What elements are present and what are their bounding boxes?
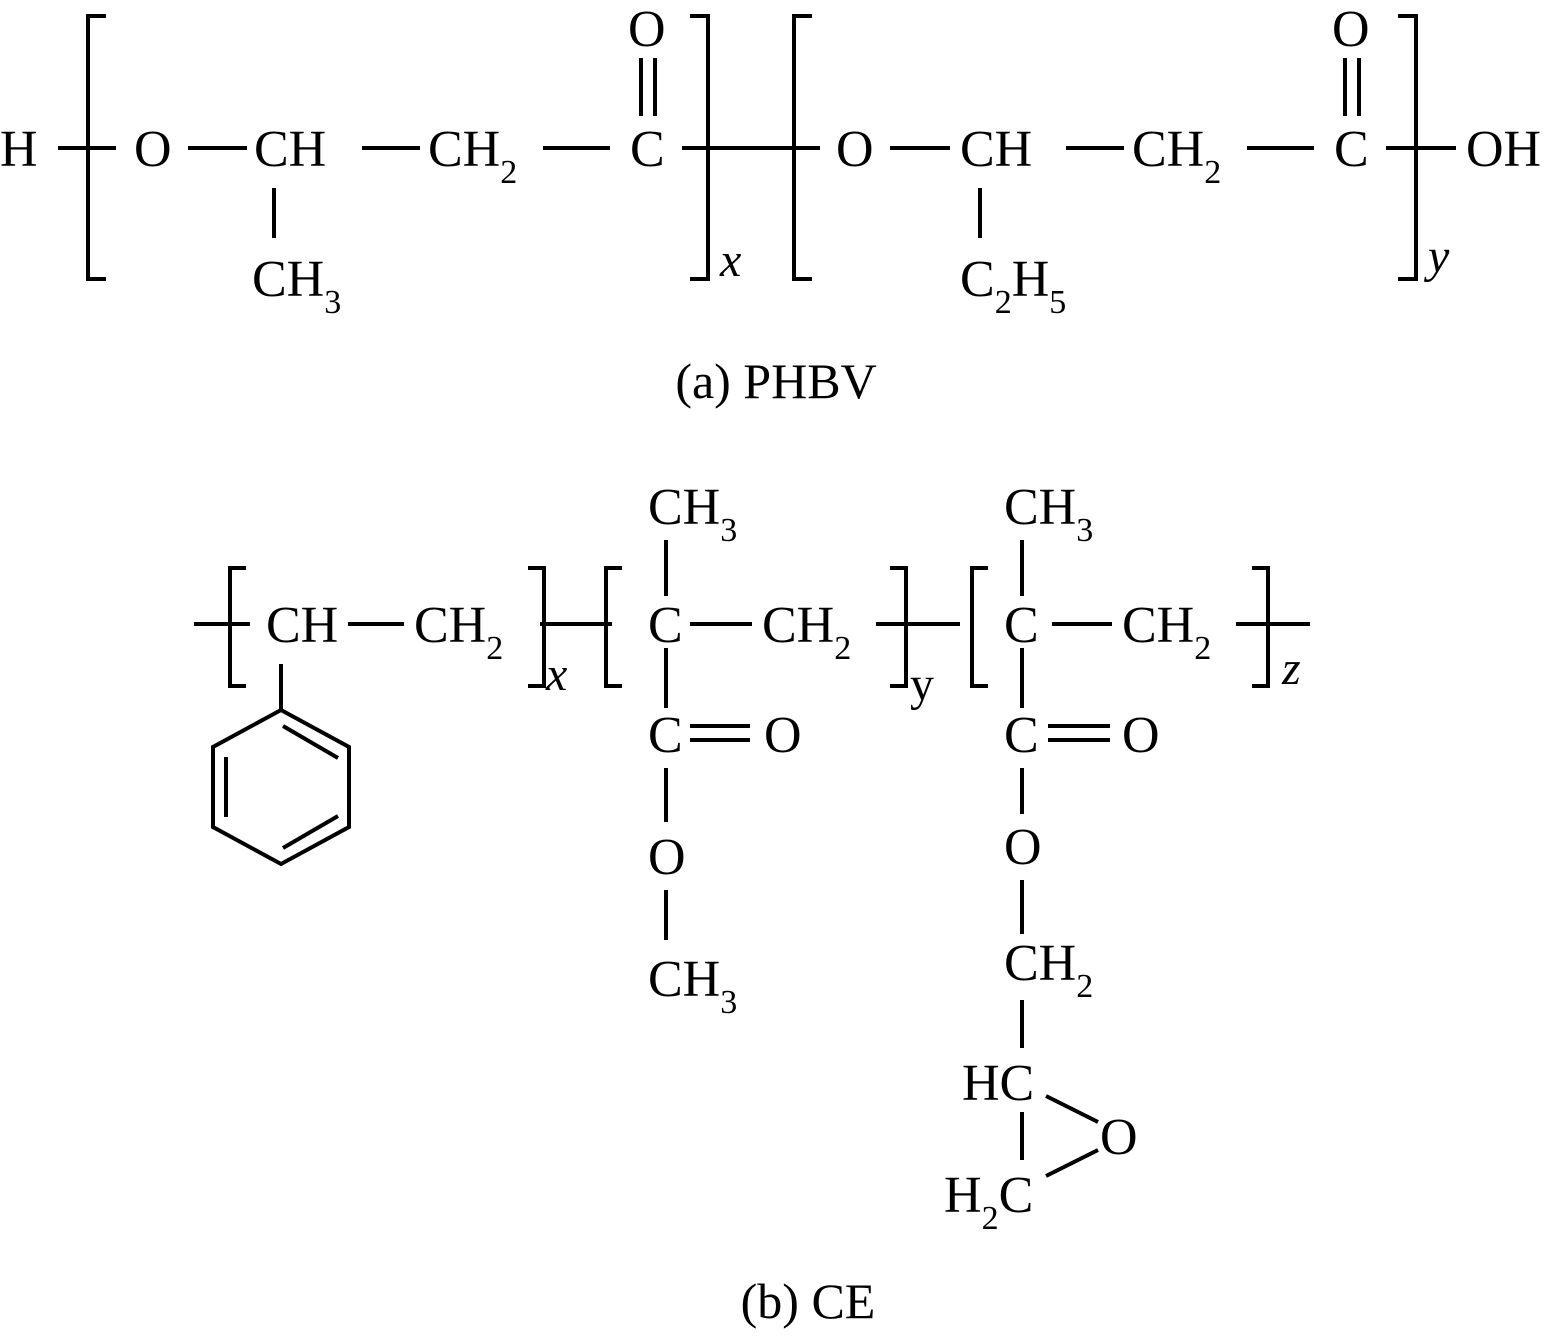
phbv-u1-side-ch3: CH3: [252, 251, 341, 321]
epoxide-bond: [1045, 1148, 1099, 1178]
phbv-u2-o: O: [836, 121, 874, 178]
caption-a: (a) PHBV: [675, 353, 876, 409]
ce-index-z: z: [1281, 642, 1301, 695]
ce-structure: CH CH2 x CH3 C CH2 y C O O CH3 CH3: [194, 479, 1310, 1237]
phbv-end-oh: OH: [1466, 121, 1541, 178]
ce-gma-link-sub: 2: [1076, 968, 1093, 1005]
phbv-u2-side-h: H: [1012, 251, 1050, 308]
phbv-u1-side-ch: CH: [252, 251, 324, 308]
phbv-u2-ch2-sub: 2: [1204, 154, 1221, 191]
phbv-bracket-left-1: [86, 14, 106, 281]
phbv-u2-ch2: CH2: [1132, 121, 1221, 191]
ce-mma-ch2-ch: CH: [762, 597, 834, 654]
phbv-u1-ch2-ch: CH: [428, 121, 500, 178]
ce-mma-o-double: O: [764, 707, 802, 764]
ce-gma-top-sub: 3: [1076, 512, 1093, 549]
ce-gma-ring-o: O: [1100, 1109, 1138, 1166]
epoxide-bond: [1045, 1094, 1099, 1124]
ce-gma-ch2: CH2: [1122, 597, 1211, 667]
phbv-u1-side-sub: 3: [324, 284, 341, 321]
ce-gma-h2c-sub: 2: [982, 1200, 999, 1237]
ce-gma-top-ch3: CH3: [1004, 479, 1093, 549]
aromatic-bond: [281, 724, 340, 760]
ce-mma-ch2: CH2: [762, 597, 851, 667]
ce-mma-bottom-ch3: CH3: [648, 951, 737, 1021]
phbv-u1-ch2: CH2: [428, 121, 517, 191]
aromatic-bond: [281, 814, 340, 850]
phbv-u1-o: O: [134, 121, 172, 178]
ce-index-x: x: [545, 648, 567, 701]
ce-mma-ch2-sub: 2: [834, 630, 851, 667]
phbv-u1-ch2-sub: 2: [500, 154, 517, 191]
phbv-u1-ch: CH: [254, 121, 326, 178]
ce-styrene-ch2: CH2: [414, 597, 503, 667]
benzene-ring: [211, 707, 351, 867]
ce-gma-h2c: H2C: [944, 1167, 1033, 1237]
ce-mma-o: O: [648, 829, 686, 886]
ce-mma-top-ch: CH: [648, 479, 720, 536]
ce-bracket-right-y: [890, 566, 908, 688]
ce-mma-c: C: [648, 597, 683, 654]
ce-bracket-right-z: [1252, 566, 1270, 688]
ce-mma-top-sub: 3: [720, 512, 737, 549]
ce-gma-h2c-h: H: [944, 1167, 982, 1224]
phbv-index-x: x: [719, 234, 741, 287]
ce-styrene-sub: 2: [486, 630, 503, 667]
phbv-index-y: y: [1423, 230, 1450, 283]
phbv-u1-c: C: [630, 121, 665, 178]
phbv-bracket-left-2: [792, 14, 812, 281]
phbv-u2-side-c: C: [960, 251, 995, 308]
ce-styrene-ch: CH: [266, 597, 338, 654]
ce-mma-bottom-sub: 3: [720, 984, 737, 1021]
ce-mma-carbonyl-c: C: [648, 707, 683, 764]
ce-bracket-right-x: [528, 566, 546, 688]
ce-gma-h2c-c: C: [999, 1167, 1034, 1224]
phbv-end-h: H: [0, 121, 38, 178]
phbv-u2-ch: CH: [960, 121, 1032, 178]
ce-gma-ch2-ch: CH: [1122, 597, 1194, 654]
ce-mma-bottom-ch: CH: [648, 951, 720, 1008]
ce-gma-carbonyl-c: C: [1004, 707, 1039, 764]
phbv-u2-sub2: 5: [1049, 284, 1066, 321]
ce-gma-top-ch: CH: [1004, 479, 1076, 536]
ce-bracket-left-x: [228, 566, 246, 688]
phbv-u2-oxo: O: [1332, 1, 1370, 58]
phbv-u2-c: C: [1334, 121, 1369, 178]
ce-bracket-left-y: [604, 566, 622, 688]
phbv-u2-sub1: 2: [995, 284, 1012, 321]
ce-bracket-left-z: [970, 566, 988, 688]
ce-gma-o: O: [1004, 819, 1042, 876]
ce-gma-ch2-sub: 2: [1194, 630, 1211, 667]
phbv-u1-oxo: O: [628, 1, 666, 58]
ce-gma-hc: HC: [962, 1055, 1034, 1112]
ce-gma-o-double: O: [1122, 707, 1160, 764]
ce-gma-link-ch2: CH2: [1004, 935, 1093, 1005]
ce-index-y: y: [910, 658, 934, 711]
phbv-u2-ch2-ch: CH: [1132, 121, 1204, 178]
phbv-u2-side-c2h5: C2H5: [960, 251, 1066, 321]
phbv-structure: H O CH CH3 CH2 C O x O CH C2H5 CH2 C O y: [0, 1, 1541, 321]
ce-styrene-ch2-ch: CH: [414, 597, 486, 654]
caption-b: (b) CE: [741, 1273, 876, 1329]
ce-mma-top-ch3: CH3: [648, 479, 737, 549]
ce-gma-link-ch: CH: [1004, 935, 1076, 992]
ce-gma-c: C: [1004, 597, 1039, 654]
